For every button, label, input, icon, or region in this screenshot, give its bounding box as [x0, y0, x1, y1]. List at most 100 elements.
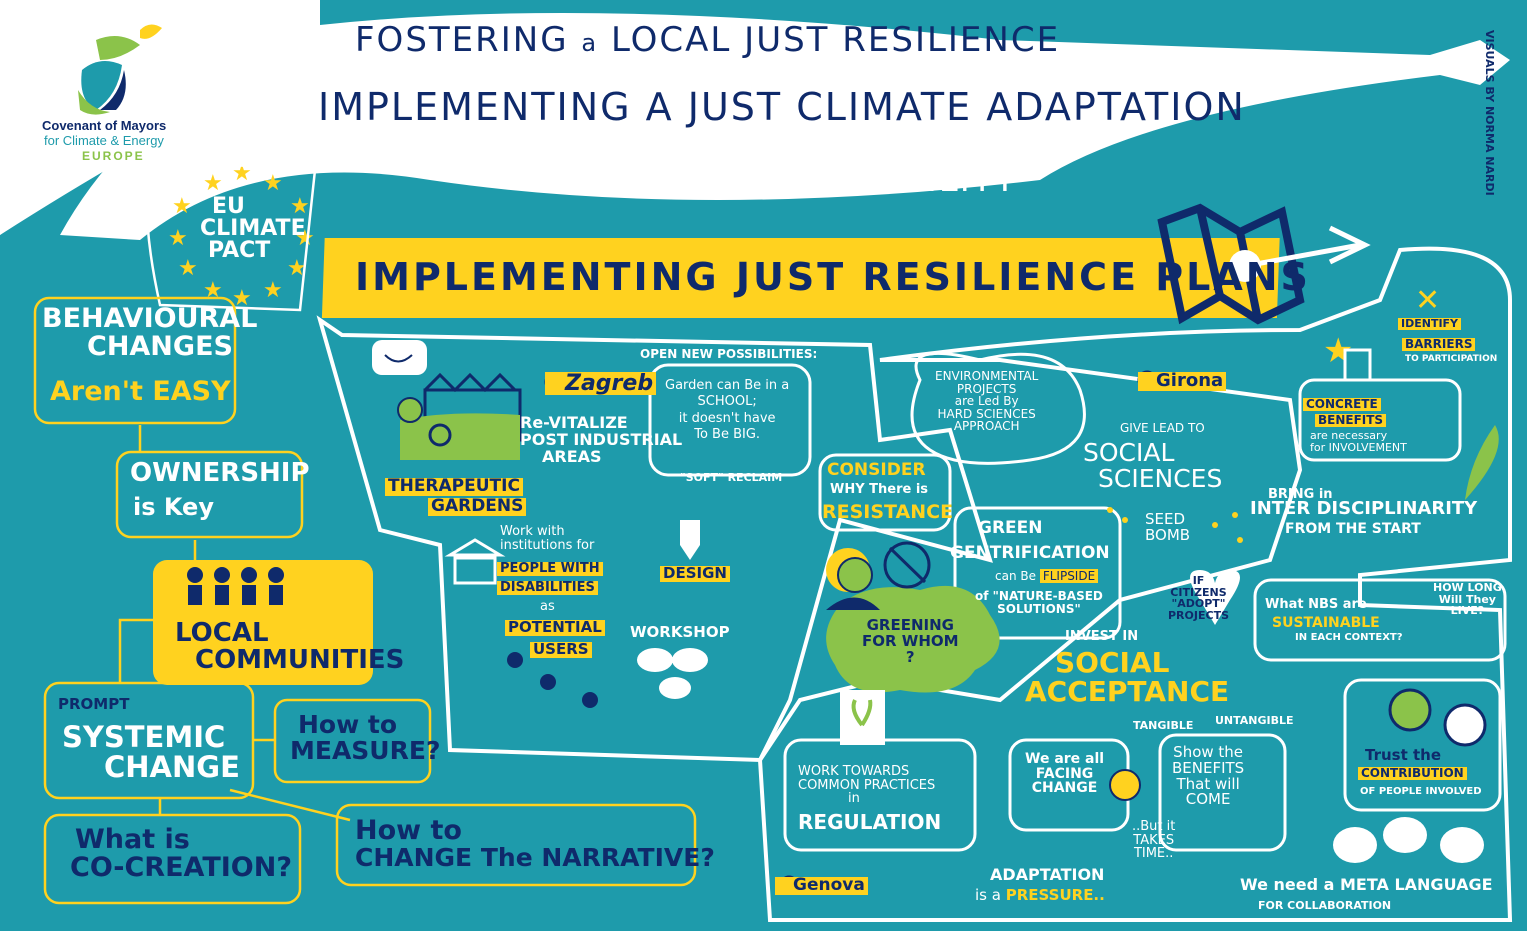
takes-line2: TAKES	[1133, 832, 1175, 848]
thought-bubbles	[637, 648, 708, 699]
nature-based: of "NATURE-BASED SOLUTIONS"	[975, 590, 1103, 615]
svg-text:★: ★	[232, 161, 252, 186]
can-be-text: can Be	[995, 569, 1036, 583]
citizens-line3: "ADOPT"	[1171, 597, 1226, 611]
meta-bubbles	[1333, 817, 1484, 863]
from-the-start: FROM THE START	[1285, 521, 1421, 537]
consider: CONSIDER	[827, 460, 926, 480]
citizens-line2: CITIZENS	[1170, 585, 1227, 599]
gentrification: GENTRIFICATION	[950, 543, 1110, 563]
as-text: as	[540, 599, 555, 614]
revitalize-line1: Re-VITALIZE	[520, 413, 628, 432]
show-benefits: Show the BENEFITS That will COME	[1172, 743, 1244, 808]
necessary-line1: are necessary	[1310, 429, 1388, 442]
behavioural-line1: BEHAVIOURAL	[42, 303, 258, 334]
measure-line1: How to	[298, 710, 398, 739]
concrete: CONCRETE	[1303, 398, 1381, 411]
cocreation-line1: What is	[75, 824, 190, 855]
work-with: Work with institutions for	[500, 525, 594, 552]
ownership: OWNERSHIP	[130, 458, 310, 488]
users: USERS	[530, 641, 592, 658]
workshop: WORKSHOP	[630, 623, 730, 641]
takes-line3: TIME..	[1133, 846, 1174, 862]
work-towards-line1: WORK TOWARDS	[798, 764, 910, 779]
credit-text: VISUALS BY NORMA NARDI	[1483, 30, 1496, 196]
give-lead: GIVE LEAD TO	[1120, 421, 1205, 435]
pact-pact: PACT	[208, 238, 271, 263]
greening-for-whom: GREENING FOR WHOM ?	[862, 617, 959, 665]
zagreb-label: Zagreb	[545, 372, 657, 395]
bring-in: BRING in	[1268, 487, 1333, 502]
what-is-cocreation: What is CO-CREATION?	[70, 824, 292, 884]
narrative-line2: CHANGE The NARRATIVE?	[355, 843, 715, 873]
citizens-line4: PROJECTS	[1168, 608, 1229, 622]
genova-label: Genova	[775, 876, 868, 895]
untangible: UNTANGIBLE	[1215, 714, 1294, 727]
community-people	[187, 567, 284, 605]
design: DESIGN	[660, 565, 730, 582]
seed-bomb: SEED BOMB	[1145, 511, 1190, 544]
social-acceptance: SOCIAL ACCEPTANCE	[1025, 646, 1229, 707]
left-outlines	[33, 158, 697, 905]
for-collaboration: FOR COLLABORATION	[1258, 899, 1392, 912]
citizens-line1: IF	[1192, 574, 1205, 587]
institution-icon	[444, 538, 506, 585]
social-acc-line2: ACCEPTANCE	[1025, 675, 1230, 709]
social-sciences: SOCIAL SCIENCES	[1083, 438, 1222, 493]
svg-text:★: ★	[168, 226, 188, 251]
to-participation: TO PARTICIPATION	[1405, 354, 1498, 364]
logo-line1: Covenant of Mayors	[42, 118, 167, 133]
sustainable: SUSTAINABLE	[1272, 615, 1380, 631]
greening-blob	[826, 585, 1000, 693]
how-long-line2: Will They	[1438, 592, 1496, 606]
seed-dots	[1107, 507, 1243, 543]
regulation: REGULATION	[798, 810, 942, 834]
svg-text:★: ★	[263, 171, 283, 196]
trust-the: Trust the	[1365, 746, 1442, 764]
show-line1: Show the	[1173, 743, 1244, 761]
zagreb-outline	[316, 315, 993, 763]
contribution: CONTRIBUTION	[1358, 767, 1467, 780]
regulation-scroll	[840, 690, 885, 745]
facing-change: We are all FACING CHANGE	[1025, 752, 1104, 796]
work-towards-line2: COMMON PRACTICES	[798, 777, 936, 793]
invest-in: INVEST IN	[1065, 629, 1139, 644]
work-with-line2: institutions for	[500, 537, 595, 553]
change-narrative: How to CHANGE The NARRATIVE?	[355, 816, 715, 873]
identify: IDENTIFY	[1398, 318, 1462, 330]
social-sciences-line1: SOCIAL	[1083, 438, 1175, 467]
people-involved: OF PEOPLE INVOLVED	[1360, 786, 1482, 797]
girona-label: Girona	[1138, 371, 1227, 391]
systemic-change: SYSTEMIC CHANGE	[62, 722, 240, 783]
env-line1: ENVIRONMENTAL	[935, 369, 1039, 383]
cocreation-line2: CO-CREATION?	[70, 852, 292, 884]
title-line2: IMPLEMENTING A JUST CLIMATE ADAPTATION	[318, 85, 1246, 129]
covenant-logo-mark	[78, 24, 162, 115]
arent-easy: Aren't EASY	[50, 376, 231, 407]
social-acc-line1: SOCIAL	[1055, 646, 1170, 679]
local-communities: LOCAL COMMUNITIES	[175, 619, 405, 676]
soft-reclaim: "SOFT" RECLAIM	[680, 471, 783, 484]
people-with: PEOPLE WITH	[497, 562, 603, 576]
gardens: GARDENS	[428, 497, 527, 516]
local-line2: COMMUNITIES	[195, 645, 405, 676]
facing-line2: FACING	[1035, 765, 1094, 782]
systemic-line1: SYSTEMIC	[62, 720, 226, 754]
systemic-line2: CHANGE	[104, 750, 240, 785]
local-communities-bg	[153, 560, 373, 685]
smiley-bubble	[372, 340, 427, 375]
revitalize: Re-VITALIZE POST INDUSTRIAL AREAS	[520, 413, 682, 465]
garden-school-line3: it doesn't have	[678, 410, 776, 426]
svg-text:★: ★	[172, 194, 192, 219]
what-nbs: What NBS are	[1265, 597, 1367, 612]
open-possibilities: OPEN NEW POSSIBILITIES:	[640, 347, 818, 361]
env-line5: APPROACH	[953, 419, 1020, 434]
prompt: PROMPT	[58, 695, 130, 713]
svg-text:★: ★	[263, 278, 283, 303]
title-local: LOCAL JUST RESILIENCE	[610, 20, 1061, 60]
logo-line2: for Climate & Energy	[44, 133, 164, 148]
svg-text:★: ★	[232, 286, 252, 311]
title-swoosh	[60, 13, 1510, 240]
meta-language: We need a META LANGUAGE	[1240, 875, 1493, 894]
workshop-people	[507, 652, 598, 708]
